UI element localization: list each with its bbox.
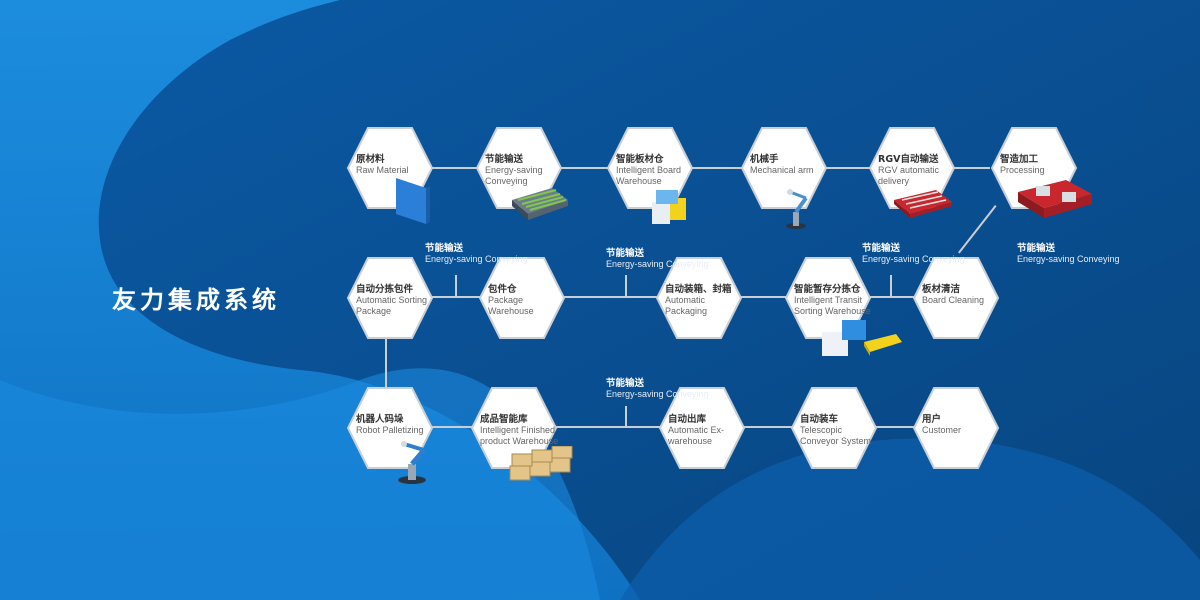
- page-title: 友力集成系统: [112, 286, 280, 314]
- connector-tick: [890, 275, 892, 297]
- node-label-en: Customer: [922, 425, 962, 435]
- node-label-zh: 用户: [922, 414, 942, 425]
- node-label-en: RGV automatic delivery: [878, 165, 940, 186]
- node-label-en: Package Warehouse: [488, 295, 534, 316]
- node-label-zh: 自动装车: [800, 414, 839, 425]
- connector-line: [930, 167, 990, 169]
- hexagon-shape: [740, 127, 828, 209]
- node-label-en: Processing: [1000, 165, 1045, 175]
- node-label-en: Board Cleaning: [922, 295, 985, 305]
- rgv-cart-icon: [894, 190, 952, 218]
- node-label-en: Mechanical arm: [750, 165, 814, 175]
- node-label-zh: 智造加工: [1000, 154, 1039, 165]
- node-label-zh: 原材料: [356, 154, 385, 165]
- sorting-boxes-icon: [822, 320, 902, 356]
- hexagon-shape: [912, 387, 1000, 469]
- node-label-zh: 自动装箱、封箱: [665, 284, 732, 295]
- node-label-zh: 自动分拣包件: [356, 284, 414, 295]
- roller-conveyor-icon: [512, 188, 568, 220]
- node-label-en: Automatic Sorting Package: [356, 295, 428, 316]
- robot-palletizer-icon: [398, 441, 426, 484]
- node-label-zh: 智能板材仓: [616, 154, 664, 165]
- connector-line: [385, 335, 387, 395]
- robot-arm-icon: [786, 189, 808, 229]
- node-label-en: Automatic Packaging: [665, 295, 708, 316]
- hexagon-shape: [346, 257, 434, 339]
- connector-tick: [455, 275, 457, 297]
- connector-tick: [625, 275, 627, 297]
- node-label-zh: 机器人码垛: [356, 414, 404, 425]
- hexagon-shape: [478, 257, 566, 339]
- node-label-en: Telescopic Conveyor System: [800, 425, 872, 446]
- board-panel-icon: [396, 178, 430, 224]
- node-label-en: Intelligent Finished product Warehouse: [480, 425, 559, 446]
- hexagon-shape: [655, 257, 743, 339]
- node-label-zh: 节能输送: [485, 154, 524, 165]
- node-label-zh: 成品智能库: [480, 414, 528, 425]
- hexagon-shape: [658, 387, 746, 469]
- node-label-zh: 机械手: [750, 154, 779, 165]
- storage-boxes-icon: [652, 190, 686, 224]
- connector-tick: [625, 406, 627, 428]
- node-label-zh: RGV自动输送: [878, 154, 939, 165]
- node-label-en: Robot Palletizing: [356, 425, 424, 435]
- node-label-en: Energy-saving Conveying: [485, 165, 543, 186]
- hexagon-shape: [912, 257, 1000, 339]
- pallet-stack-icon: [509, 446, 573, 481]
- processing-machine-icon: [1018, 180, 1092, 218]
- node-label-zh: 自动出库: [668, 414, 707, 425]
- node-label-zh: 包件仓: [488, 284, 517, 295]
- node-label-en: Intelligent Transit Sorting Warehouse: [794, 295, 871, 316]
- node-label-zh: 板材清洁: [922, 284, 961, 295]
- node-label-zh: 智能暂存分拣仓: [794, 284, 861, 295]
- node-label-en: Raw Material: [356, 165, 409, 175]
- node-label-en: Automatic Ex-warehouse: [668, 425, 725, 446]
- node-label-en: Intelligent Board Warehouse: [616, 165, 682, 186]
- hexagon-shape: [790, 387, 878, 469]
